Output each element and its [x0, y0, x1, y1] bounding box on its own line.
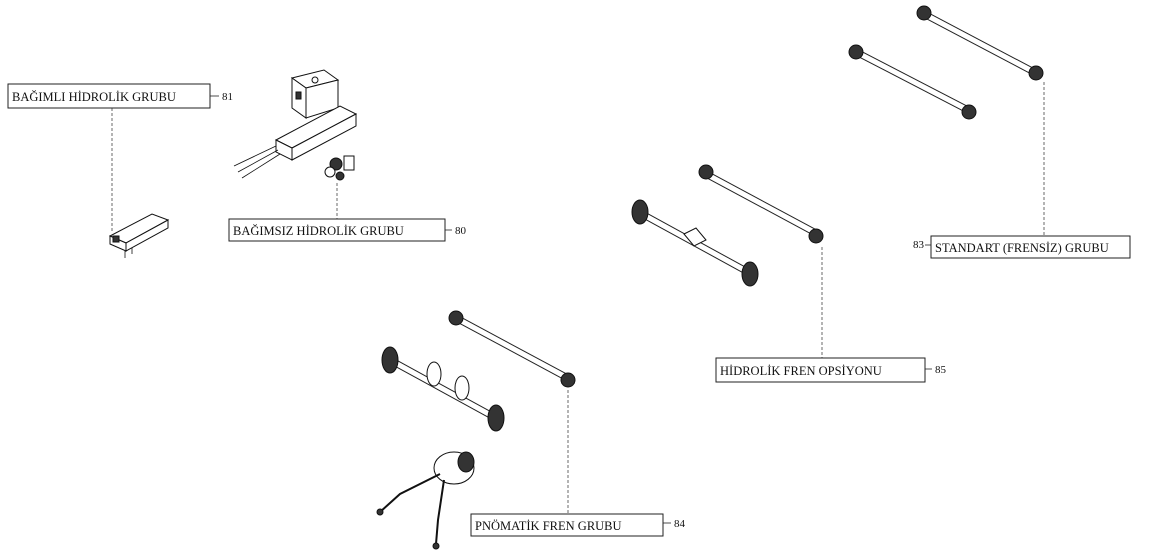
label-box-hidrolik-fren — [715, 357, 926, 383]
part-bagimsiz-hidrolik — [233, 69, 358, 181]
part-pnomatik-fren — [376, 310, 576, 550]
label-hidrolik-fren: HİDROLİK FREN OPSİYONU — [720, 364, 882, 378]
leader-lines — [111, 82, 1045, 514]
label-box-pnomatik — [470, 513, 664, 537]
callout-bagimsiz: BAĞIMSIZ HİDROLİK GRUBU 80 — [228, 218, 467, 242]
part-number-85: 85 — [935, 364, 947, 376]
label-bagimli: BAĞIMLI HİDROLİK GRUBU — [12, 90, 176, 104]
part-hidrolik-fren-axles — [631, 164, 824, 287]
callout-pnomatik: PNÖMATİK FREN GRUBU 84 — [470, 513, 686, 537]
callout-hidrolik-fren: HİDROLİK FREN OPSİYONU 85 — [715, 357, 947, 383]
label-pnomatik: PNÖMATİK FREN GRUBU — [475, 519, 622, 533]
part-standart-axles — [848, 5, 1044, 120]
callout-bagimli: BAĞIMLI HİDROLİK GRUBU 81 — [7, 83, 233, 109]
part-bagimli-hidrolik — [108, 213, 170, 258]
callout-standart: 83 STANDART (FRENSİZ) GRUBU — [913, 235, 1131, 259]
part-number-80: 80 — [455, 225, 467, 237]
label-box-bagimli — [7, 83, 211, 109]
part-number-83: 83 — [913, 239, 925, 251]
label-standart: STANDART (FRENSİZ) GRUBU — [935, 241, 1109, 255]
label-box-standart — [930, 235, 1131, 259]
label-bagimsiz: BAĞIMSIZ HİDROLİK GRUBU — [233, 224, 404, 238]
part-number-81: 81 — [222, 91, 233, 103]
part-number-84: 84 — [674, 518, 686, 530]
